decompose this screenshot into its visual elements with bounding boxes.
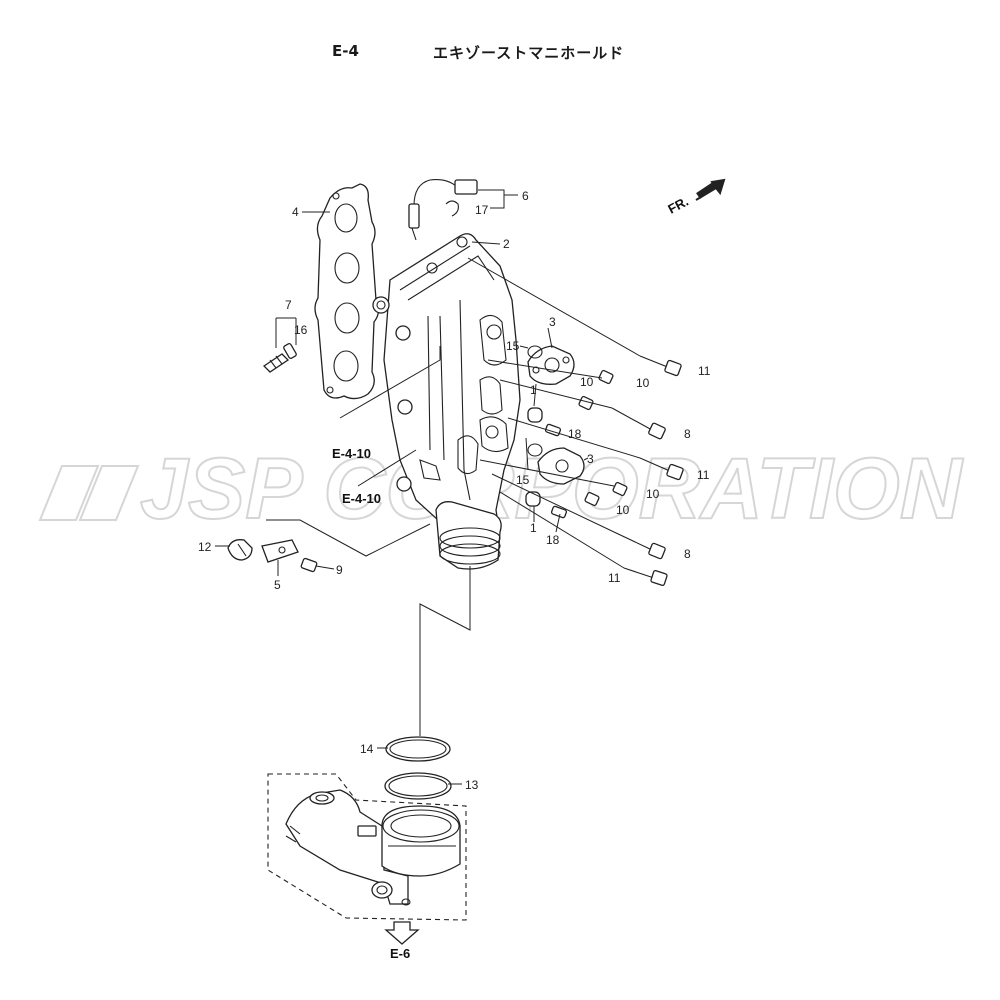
callout-13: 13 xyxy=(465,778,479,792)
front-label: FR. xyxy=(665,194,691,217)
stud-bolt xyxy=(262,343,297,373)
flange-upper xyxy=(527,345,575,423)
exhaust-cover xyxy=(267,773,467,921)
callout-3-lower: 3 xyxy=(587,452,594,466)
manifold-gasket xyxy=(314,183,380,400)
oxygen-sensor xyxy=(408,179,478,241)
hose-clamp xyxy=(227,539,253,561)
callout-17: 17 xyxy=(475,203,489,217)
callout-1-lower: 1 xyxy=(530,521,537,535)
callout-10-c: 10 xyxy=(646,487,660,501)
callout-4: 4 xyxy=(292,205,299,219)
callout-15-lower: 15 xyxy=(516,473,530,487)
callout-10-b: 10 xyxy=(580,375,594,389)
callout-11-lower: 11 xyxy=(608,571,621,585)
callout-8-upper: 8 xyxy=(684,427,691,441)
callout-10-d: 10 xyxy=(616,503,630,517)
o-ring-14 xyxy=(385,736,451,762)
callout-18-upper: 18 xyxy=(568,427,582,441)
callout-11-upper: 11 xyxy=(698,364,711,378)
callouts: 4 6 17 2 7 16 3 15 11 10 10 1 8 18 3 11 … xyxy=(198,189,711,961)
front-direction-arrow-icon: FR. xyxy=(665,178,726,217)
callout-15-upper: 15 xyxy=(506,339,520,353)
bracket xyxy=(261,539,318,573)
callout-10-a: 10 xyxy=(636,376,650,390)
o-ring-13 xyxy=(384,772,452,800)
section-title: エキゾーストマニホールド xyxy=(433,44,625,62)
reference-e-4-10-lower: E-4-10 xyxy=(342,491,381,506)
callout-14: 14 xyxy=(360,742,374,756)
callout-9: 9 xyxy=(336,563,343,577)
exhaust-manifold xyxy=(372,233,521,570)
callout-3-upper: 3 xyxy=(549,315,556,329)
reference-e-4-10-upper: E-4-10 xyxy=(332,446,371,461)
leader-lines xyxy=(215,189,641,785)
callout-16: 16 xyxy=(294,323,308,337)
callout-6: 6 xyxy=(522,189,529,203)
callout-12: 12 xyxy=(198,540,212,554)
section-code: E-4 xyxy=(332,42,359,60)
callout-18-lower: 18 xyxy=(546,533,560,547)
callout-11-middle: 11 xyxy=(697,468,710,482)
callout-2: 2 xyxy=(503,237,510,251)
callout-7: 7 xyxy=(285,298,292,312)
callout-5: 5 xyxy=(274,578,281,592)
callout-8-lower: 8 xyxy=(684,547,691,561)
callout-1-upper: 1 xyxy=(530,383,537,397)
reference-e-6: E-6 xyxy=(390,946,410,961)
next-section-arrow-icon xyxy=(384,921,420,945)
